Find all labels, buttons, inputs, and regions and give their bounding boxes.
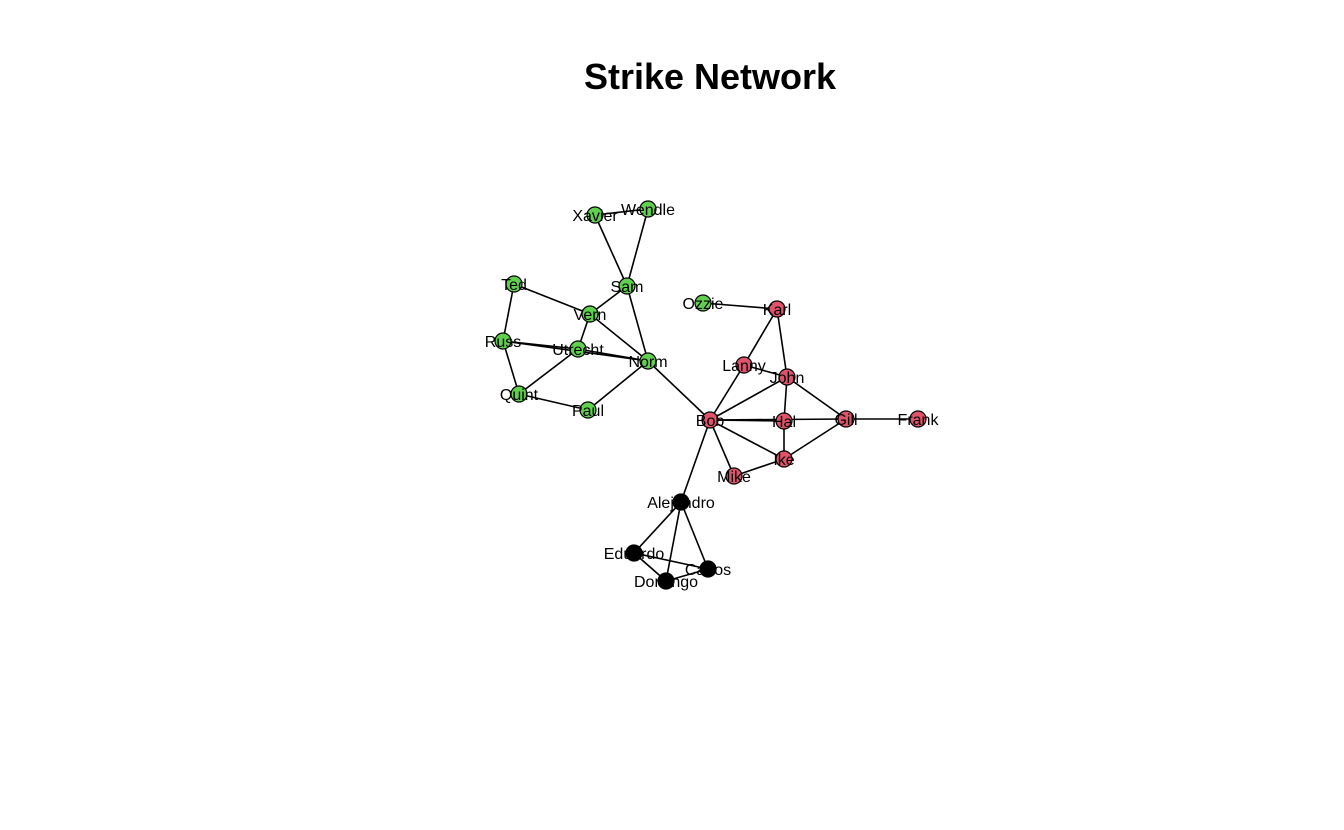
node-bob[interactable]: [701, 411, 719, 429]
edge-john-gill: [786, 376, 847, 420]
node-label-ozzie: Ozzie: [683, 296, 724, 313]
edge-russ-quint: [502, 340, 520, 395]
edge-bob-mike: [709, 419, 735, 477]
node-label-russ: Russ: [485, 334, 521, 351]
node-gill[interactable]: [837, 410, 855, 428]
node-alejandro[interactable]: [672, 493, 690, 511]
edge-john-bob: [709, 376, 788, 421]
edge-eduardo-carlos: [633, 552, 709, 570]
node-label-norm: Norm: [628, 354, 667, 371]
node-paul[interactable]: [579, 401, 597, 419]
node-label-ted: Ted: [501, 277, 527, 294]
node-label-carlos: Carlos: [685, 562, 731, 579]
node-label-utrecht: Utrecht: [552, 342, 604, 359]
node-label-vern: Vern: [574, 307, 607, 324]
node-label-domingo: Domingo: [634, 574, 698, 591]
edge-paul-norm: [587, 360, 649, 411]
node-label-john: John: [770, 370, 805, 387]
plot-title: Strike Network: [583, 56, 837, 97]
node-mike[interactable]: [725, 467, 743, 485]
edge-wendle-sam: [626, 208, 649, 287]
node-lanny[interactable]: [735, 356, 753, 374]
edge-ted-russ: [502, 283, 515, 342]
node-label-lanny: Lanny: [722, 358, 766, 375]
node-eduardo[interactable]: [625, 544, 643, 562]
node-label-xavier: Xavier: [572, 208, 618, 225]
edge-utrecht-norm: [577, 348, 649, 362]
node-sam[interactable]: [618, 277, 636, 295]
node-label-bob: Bob: [696, 413, 725, 430]
node-domingo[interactable]: [657, 572, 675, 590]
edge-xavier-sam: [594, 214, 628, 287]
edge-mike-ike: [733, 458, 785, 477]
edge-bob-alejandro: [680, 419, 711, 503]
node-label-alejandro: Alejandro: [647, 495, 715, 512]
edge-utrecht-quint: [518, 348, 579, 395]
node-ted[interactable]: [505, 275, 523, 293]
edge-quint-paul: [518, 393, 589, 411]
edges-layer: [502, 208, 918, 582]
node-label-quint: Quint: [500, 387, 539, 404]
node-label-eduardo: Eduardo: [604, 546, 665, 563]
edge-karl-john: [776, 308, 788, 378]
edge-alejandro-carlos: [680, 501, 709, 570]
node-frank[interactable]: [909, 410, 927, 428]
node-label-paul: Paul: [572, 403, 604, 420]
node-label-karl: Karl: [763, 302, 791, 319]
node-label-hal: Hal: [772, 414, 796, 431]
nodes-layer: [494, 200, 927, 590]
edge-alejandro-eduardo: [633, 501, 682, 554]
node-russ[interactable]: [494, 332, 512, 350]
node-xavier[interactable]: [586, 206, 604, 224]
edge-gill-ike: [783, 418, 847, 460]
node-vern[interactable]: [581, 305, 599, 323]
node-john[interactable]: [778, 368, 796, 386]
edge-vern-norm: [589, 313, 649, 362]
node-label-frank: Frank: [898, 412, 940, 429]
edge-alejandro-domingo: [665, 501, 682, 582]
node-carlos[interactable]: [699, 560, 717, 578]
edge-xavier-wendle: [594, 208, 649, 216]
edge-karl-lanny: [743, 308, 778, 366]
edge-bob-ike: [709, 419, 785, 460]
node-label-sam: Sam: [611, 279, 644, 296]
edge-lanny-bob: [709, 364, 745, 421]
edge-ted-vern: [513, 283, 591, 315]
node-hal[interactable]: [775, 412, 793, 430]
edge-ozzie-karl: [702, 302, 778, 310]
node-label-ike: Ike: [773, 452, 794, 469]
node-karl[interactable]: [768, 300, 786, 318]
node-norm[interactable]: [639, 352, 657, 370]
edge-norm-bob: [647, 360, 711, 421]
node-quint[interactable]: [510, 385, 528, 403]
node-ozzie[interactable]: [694, 294, 712, 312]
node-label-gill: Gill: [834, 412, 857, 429]
edge-sam-norm: [626, 285, 649, 362]
node-ike[interactable]: [775, 450, 793, 468]
node-wendle[interactable]: [639, 200, 657, 218]
node-label-mike: Mike: [717, 469, 751, 486]
node-label-wendle: Wendle: [621, 202, 675, 219]
node-utrecht[interactable]: [569, 340, 587, 358]
